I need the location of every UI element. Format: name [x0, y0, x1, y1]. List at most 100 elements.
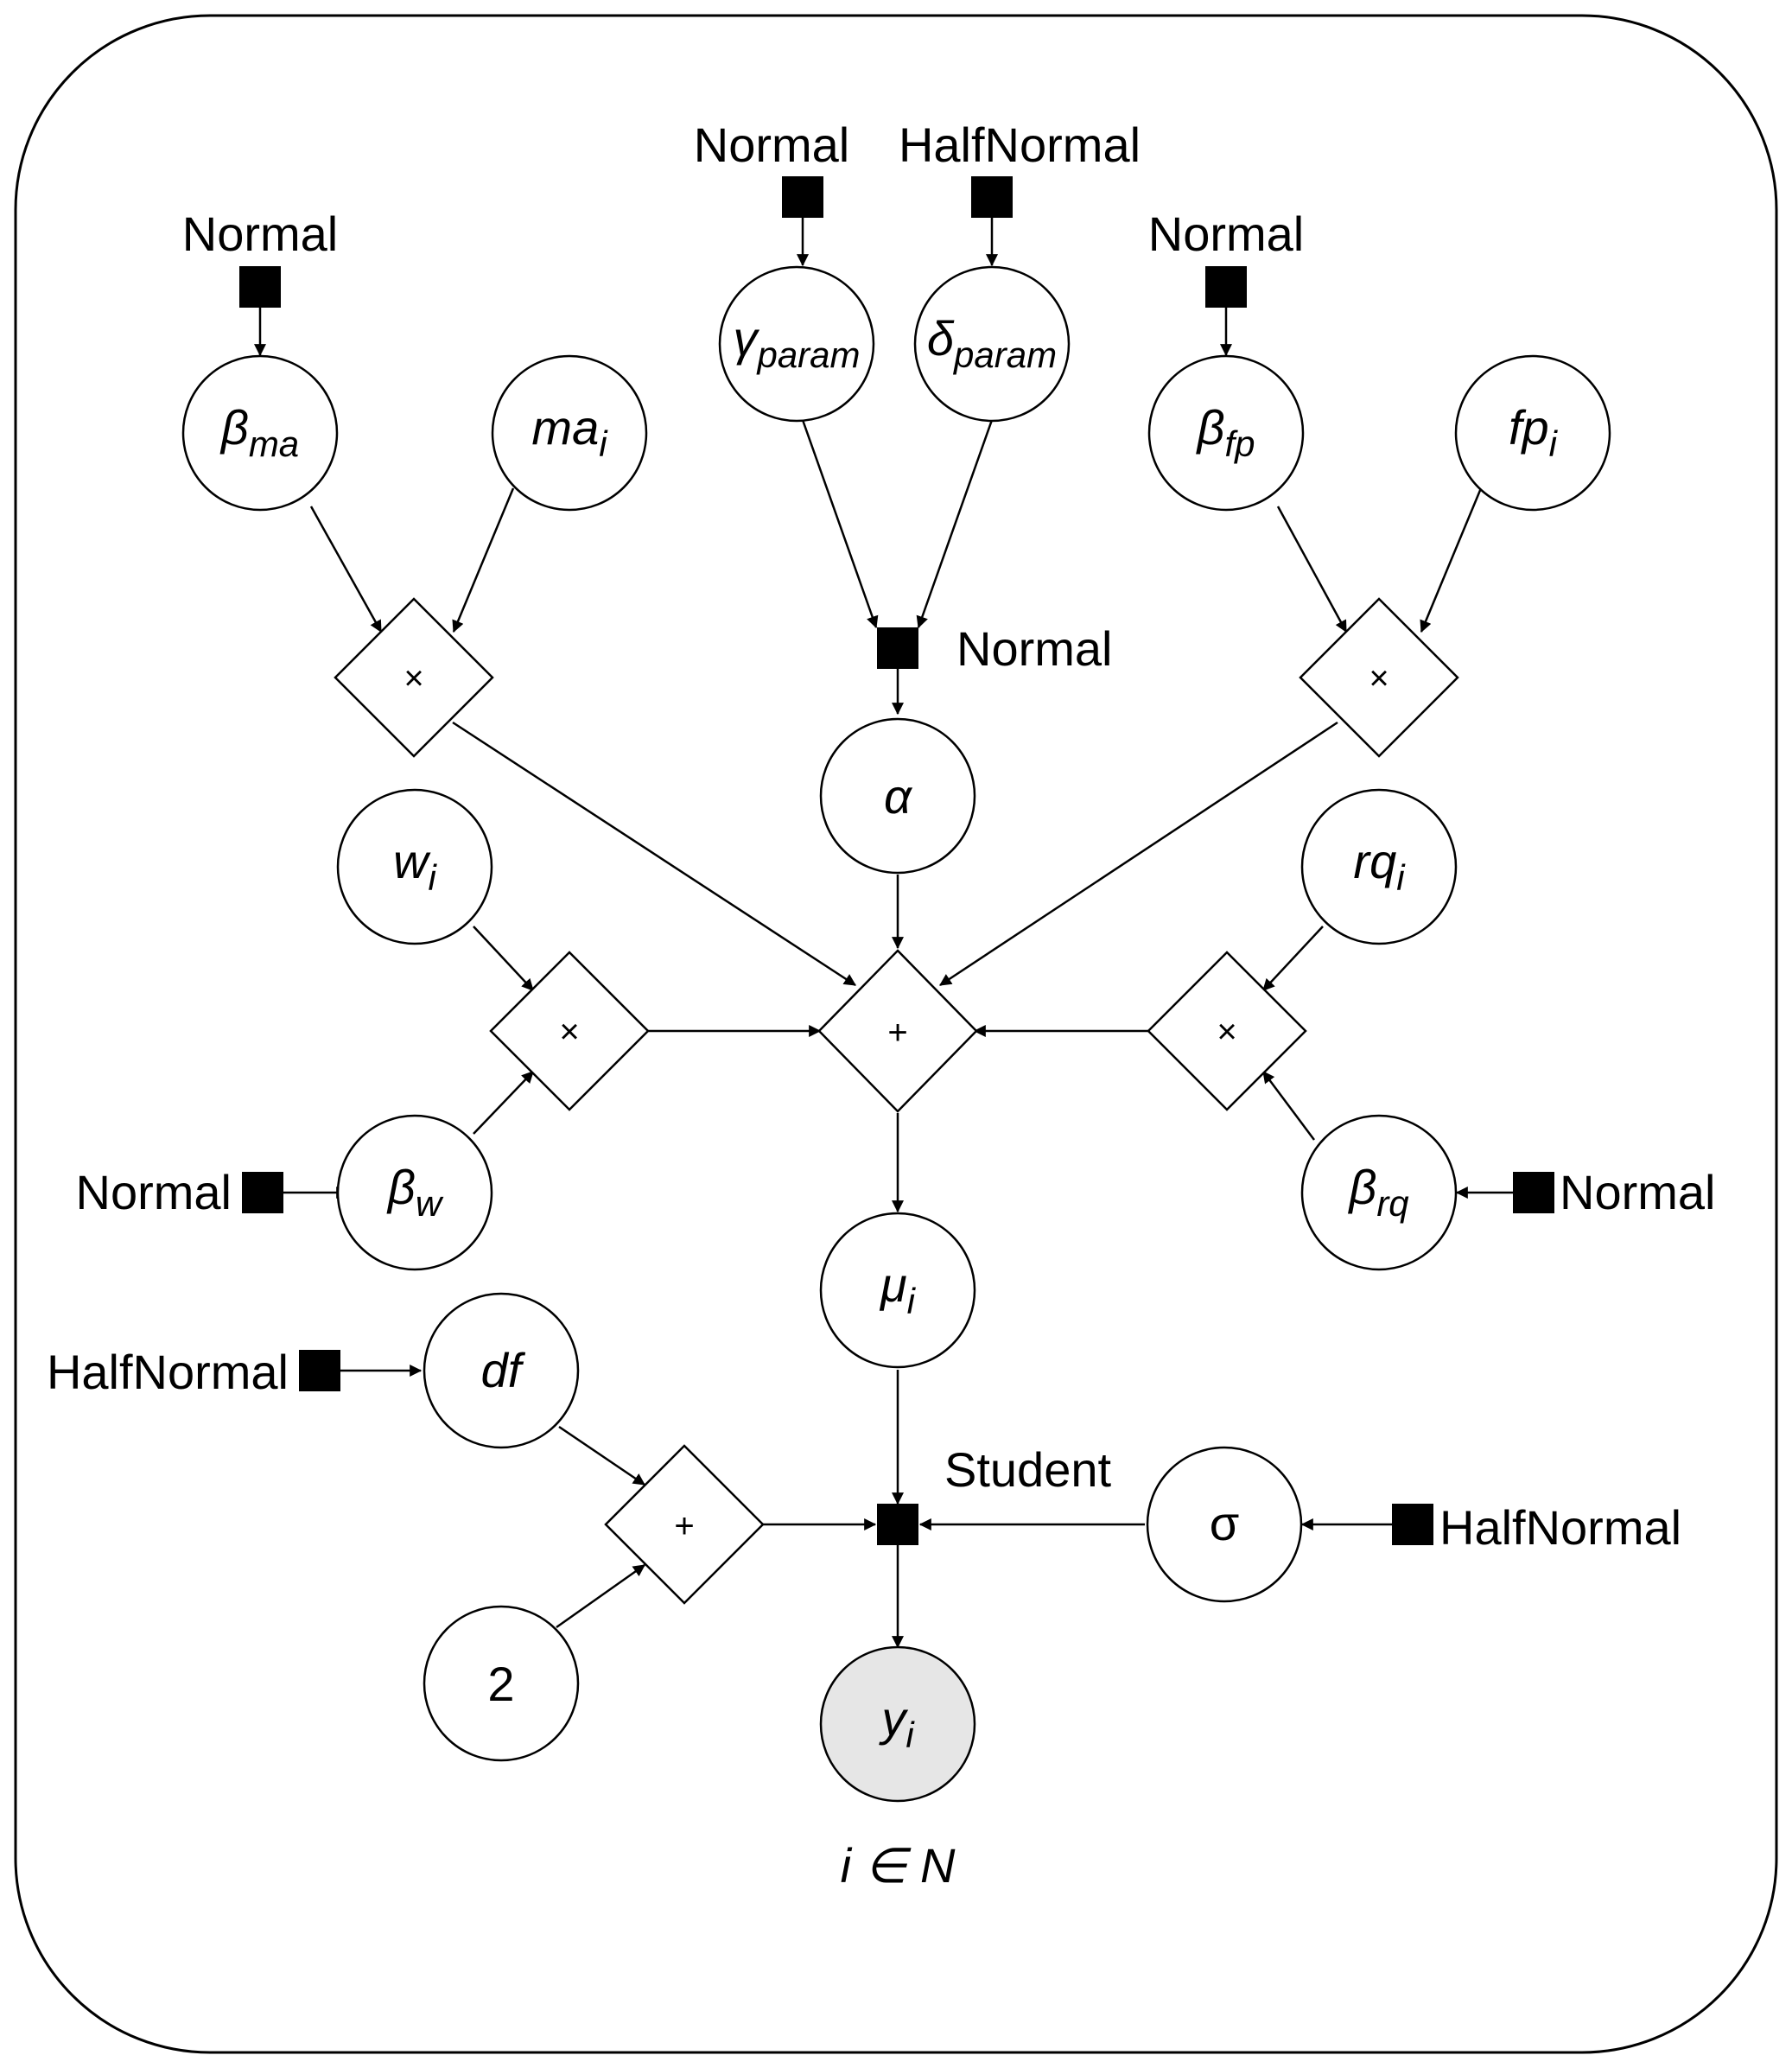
beta-w-sub: w: [416, 1183, 444, 1224]
mult-fp-symbol: ×: [1369, 659, 1388, 697]
svg-text:wi: wi: [393, 834, 437, 898]
factor-beta-ma-prior: [239, 266, 281, 308]
edge-fp-i-mult: [1420, 487, 1483, 633]
beta-rq-sub: rq: [1376, 1183, 1409, 1224]
two-label: 2: [487, 1657, 514, 1711]
factor-delta-prior: [971, 176, 1013, 218]
w-i-sub: i: [429, 857, 438, 898]
node-beta-w: βw: [336, 1114, 493, 1271]
beta-fp-sub: fp: [1224, 423, 1255, 464]
node-mu-i: μi: [819, 1212, 976, 1369]
node-y-i: yi: [819, 1645, 976, 1803]
node-delta-param: δparam: [913, 265, 1071, 423]
label-student: Student: [944, 1442, 1111, 1497]
mu-i-base: μ: [879, 1257, 907, 1312]
beta-w-base: β: [386, 1160, 416, 1214]
edge-beta-rq-mult: [1261, 1071, 1316, 1141]
node-sigma: σ: [1146, 1446, 1303, 1603]
plus-mu-diamond: +: [817, 949, 978, 1113]
edge-w-i-mult: [473, 926, 534, 991]
fp-i-sub: i: [1549, 423, 1559, 464]
mult-ma-diamond: ×: [334, 597, 494, 758]
label-normal-beta-ma: Normal: [182, 207, 338, 261]
edge-beta-ma-mult: [309, 506, 383, 633]
factor-beta-w-prior: [242, 1172, 283, 1213]
svg-text:rqi: rqi: [1353, 834, 1406, 898]
sigma-label: σ: [1210, 1496, 1240, 1550]
edge-mult-ma-plus: [452, 721, 856, 987]
mult-rq-symbol: ×: [1217, 1013, 1236, 1051]
node-beta-rq: βrq: [1300, 1114, 1458, 1271]
svg-text:δparam: δparam: [927, 311, 1057, 375]
edge-mult-fp-plus: [939, 721, 1338, 987]
y-i-base: y: [878, 1691, 908, 1746]
variable-nodes: βma mai γparam δparam βfp fpi α wi: [181, 265, 1611, 1803]
edge-gamma-factor: [801, 419, 879, 629]
mult-w-diamond: ×: [489, 951, 650, 1111]
delta-base: δ: [927, 311, 955, 366]
operators: × × × × + +: [334, 597, 1459, 1605]
label-halfnormal-sigma: HalfNormal: [1439, 1500, 1681, 1555]
edge-delta-factor: [916, 419, 994, 629]
label-halfnormal-df: HalfNormal: [47, 1345, 289, 1399]
plate: [14, 14, 1778, 2054]
svg-text:μi: μi: [879, 1257, 917, 1321]
edges: [254, 217, 1514, 1649]
beta-fp-base: β: [1195, 400, 1224, 455]
plate-label: i ∈ N: [841, 1838, 956, 1893]
gamma-sub: param: [755, 334, 860, 375]
svg-text:βw: βw: [386, 1160, 444, 1224]
svg-text:βfp: βfp: [1195, 400, 1255, 464]
beta-ma-sub: ma: [249, 423, 299, 464]
fp-i-base: fp: [1509, 400, 1549, 455]
plus-mu-symbol: +: [887, 1014, 907, 1052]
mu-i-sub: i: [907, 1281, 917, 1321]
node-df: df: [423, 1292, 580, 1449]
label-normal-beta-fp: Normal: [1148, 207, 1304, 261]
svg-text:yi: yi: [878, 1691, 915, 1755]
mult-ma-symbol: ×: [404, 659, 423, 697]
node-two: 2: [423, 1605, 580, 1762]
w-i-base: w: [393, 834, 431, 888]
mult-fp-diamond: ×: [1299, 597, 1459, 758]
label-normal-beta-w: Normal: [76, 1165, 232, 1219]
node-fp-i: fpi: [1454, 354, 1611, 512]
svg-text:γparam: γparam: [733, 311, 860, 375]
distribution-labels: Normal Normal HalfNormal Normal Normal N…: [47, 118, 1716, 1555]
node-w-i: wi: [336, 788, 493, 945]
svg-text:βma: βma: [219, 400, 299, 464]
plus-df-diamond: +: [604, 1444, 765, 1605]
factor-df-prior: [299, 1350, 340, 1391]
mult-w-symbol: ×: [559, 1013, 579, 1051]
plus-df-symbol: +: [674, 1507, 694, 1545]
node-alpha: α: [819, 717, 976, 875]
alpha-label: α: [884, 769, 913, 824]
ma-i-sub: i: [599, 423, 608, 464]
svg-text:fpi: fpi: [1509, 400, 1559, 464]
edge-beta-w-mult: [473, 1071, 534, 1135]
edge-beta-fp-mult: [1276, 506, 1348, 633]
label-normal-beta-rq: Normal: [1560, 1165, 1715, 1219]
node-beta-fp: βfp: [1147, 354, 1305, 512]
svg-text:βrq: βrq: [1347, 1160, 1409, 1224]
beta-rq-base: β: [1347, 1160, 1376, 1214]
node-beta-ma: βma: [181, 354, 339, 512]
node-gamma-param: γparam: [718, 265, 875, 423]
edge-df-plus: [558, 1425, 645, 1486]
y-i-sub: i: [906, 1715, 915, 1755]
edge-rq-i-mult: [1262, 926, 1324, 991]
factor-alpha-normal: [877, 627, 918, 669]
factor-sigma-prior: [1392, 1504, 1433, 1545]
label-normal-gamma: Normal: [694, 118, 849, 172]
factor-student: [877, 1504, 918, 1545]
factor-beta-rq-prior: [1513, 1172, 1554, 1213]
node-rq-i: rqi: [1300, 788, 1458, 945]
label-normal-alpha: Normal: [956, 621, 1112, 676]
edge-ma-i-mult: [452, 487, 515, 633]
node-ma-i: mai: [491, 354, 648, 512]
edge-two-plus: [556, 1563, 645, 1629]
label-halfnormal-delta: HalfNormal: [899, 118, 1141, 172]
gamma-base: γ: [733, 311, 759, 366]
rq-i-base: rq: [1353, 834, 1396, 888]
svg-text:mai: mai: [531, 400, 608, 464]
